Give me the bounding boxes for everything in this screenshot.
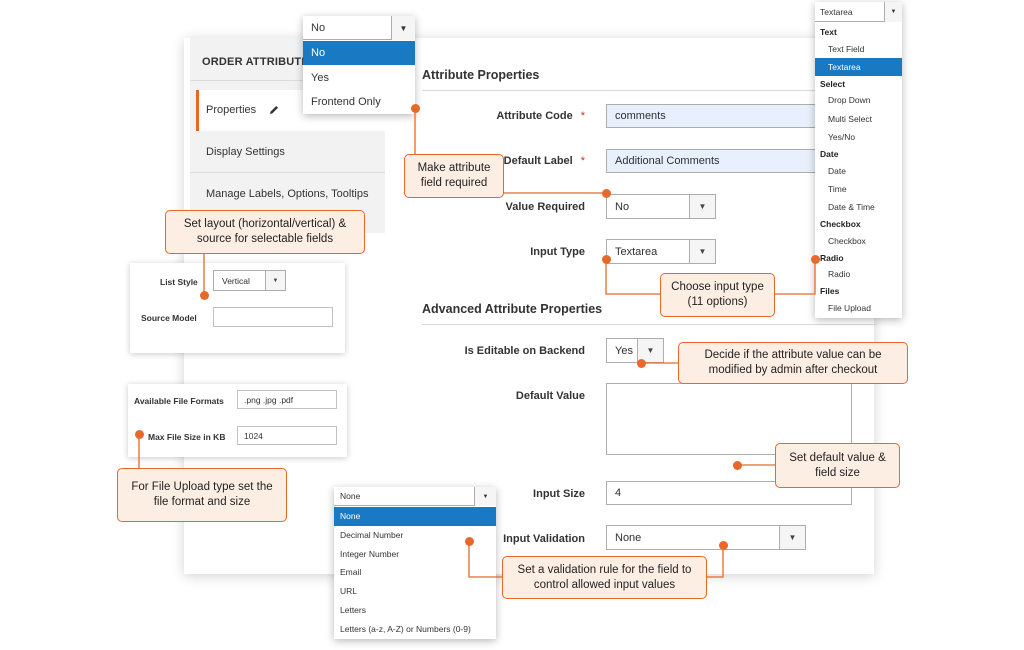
option-group-radio: Radio [820, 252, 844, 263]
marker-dot [719, 541, 728, 550]
chevron-down-icon: ▼ [637, 339, 663, 362]
section-divider [422, 90, 877, 91]
list-style-select[interactable]: Vertical▼ [213, 270, 286, 291]
attribute-code-label: Attribute Code* [496, 110, 585, 122]
callout-validation: Set a validation rule for the field to c… [502, 556, 707, 599]
sidebar-divider [190, 80, 385, 81]
chevron-down-icon: ▼ [265, 271, 285, 290]
file-formats-label: Available File Formats [134, 396, 224, 406]
chevron-down-icon: ▼ [884, 2, 902, 22]
chevron-down-icon: ▼ [474, 487, 496, 506]
file-formats-input[interactable]: .png .jpg .pdf [237, 390, 337, 409]
dropdown-option-multi-select[interactable]: Multi Select [828, 113, 872, 124]
dropdown-option-textarea[interactable]: Textarea [815, 57, 902, 76]
callout-required: Make attribute field required [404, 154, 504, 198]
option-group-select: Select [820, 78, 846, 89]
section-divider [422, 324, 877, 325]
dropdown-option-yes[interactable]: Yes [311, 71, 329, 84]
default-label-label: Default Label* [503, 155, 585, 167]
marker-dot [465, 537, 474, 546]
dropdown-option-none[interactable]: None [334, 507, 496, 526]
max-file-size-label: Max File Size in KB [148, 432, 226, 442]
dropdown-option-url[interactable]: URL [340, 586, 358, 597]
input-size-label: Input Size [533, 488, 585, 500]
callout-editable: Decide if the attribute value can be mod… [678, 342, 908, 384]
dropdown-option-drop-down[interactable]: Drop Down [828, 95, 871, 106]
marker-dot [602, 189, 611, 198]
dropdown-selected-value[interactable]: None ▼ [334, 487, 496, 506]
list-style-label: List Style [160, 277, 198, 287]
default-value-label: Default Value [515, 390, 585, 402]
default-label-input[interactable]: Additional Comments [606, 149, 818, 173]
sidebar-item-display-settings[interactable]: Display Settings [206, 146, 285, 158]
max-file-size-input[interactable]: 1024 [237, 426, 337, 445]
chevron-down-icon: ▼ [391, 16, 415, 40]
section-title: Attribute Properties [422, 68, 540, 82]
callout-default-value: Set default value & field size [775, 443, 900, 488]
input-validation-label: Input Validation [503, 533, 585, 545]
callout-layout: Set layout (horizontal/vertical) & sourc… [165, 210, 365, 254]
advanced-section-title: Advanced Attribute Properties [422, 302, 603, 316]
option-group-text: Text [820, 26, 837, 37]
value-required-label: Value Required [505, 201, 585, 213]
option-group-date: Date [820, 148, 839, 159]
option-group-checkbox: Checkbox [820, 218, 861, 229]
input-validation-select[interactable]: None▼ [606, 525, 806, 550]
dropdown-option-no[interactable]: No [303, 41, 415, 65]
sidebar-item-manage-labels[interactable]: Manage Labels, Options, Tooltips [206, 188, 369, 200]
dropdown-option-yes-no[interactable]: Yes/No [828, 131, 856, 142]
dropdown-option-text-field[interactable]: Text Field [828, 43, 865, 54]
chevron-down-icon: ▼ [689, 195, 715, 218]
source-model-input[interactable] [213, 307, 333, 327]
chevron-down-icon: ▼ [689, 240, 715, 263]
value-required-select[interactable]: No▼ [606, 194, 716, 219]
dropdown-selected-value[interactable]: No ▼ [303, 16, 415, 40]
dropdown-option-letters-a-z-a-z-or-numbers-0-9[interactable]: Letters (a-z, A-Z) or Numbers (0-9) [340, 623, 471, 634]
marker-dot [602, 255, 611, 264]
dropdown-option-integer-number[interactable]: Integer Number [340, 548, 400, 559]
dropdown-selected-value[interactable]: Textarea ▼ [815, 2, 902, 22]
dropdown-option-time[interactable]: Time [828, 183, 847, 194]
source-model-label: Source Model [141, 313, 197, 323]
attribute-code-input[interactable]: comments [606, 104, 818, 128]
dropdown-option-date-time[interactable]: Date & Time [828, 201, 875, 212]
pencil-icon [270, 106, 278, 114]
dropdown-option-file-upload[interactable]: File Upload [828, 303, 871, 314]
sidebar-divider [190, 172, 385, 173]
marker-dot [200, 291, 209, 300]
callout-file-upload: For File Upload type set the file format… [117, 468, 287, 522]
input-type-label: Input Type [530, 246, 585, 258]
dropdown-option-date[interactable]: Date [828, 165, 846, 176]
input-type-select[interactable]: Textarea▼ [606, 239, 716, 264]
input-size-input[interactable]: 4 [606, 481, 852, 505]
dropdown-option-frontend-only[interactable]: Frontend Only [311, 96, 381, 108]
marker-dot [135, 430, 144, 439]
dropdown-option-email[interactable]: Email [340, 567, 362, 578]
dropdown-option-radio[interactable]: Radio [828, 269, 851, 280]
sidebar-item-label: Properties [206, 104, 257, 116]
chevron-down-icon: ▼ [779, 526, 805, 549]
is-editable-select[interactable]: Yes▼ [606, 338, 664, 363]
marker-dot [733, 461, 742, 470]
is-editable-label: Is Editable on Backend [464, 345, 585, 357]
marker-dot [411, 104, 420, 113]
marker-dot [637, 359, 646, 368]
dropdown-option-checkbox[interactable]: Checkbox [828, 235, 866, 246]
callout-input-type: Choose input type (11 options) [660, 273, 775, 317]
marker-dot [811, 255, 820, 264]
sidebar-heading: ORDER ATTRIBUTE [202, 56, 309, 68]
dropdown-option-letters[interactable]: Letters [340, 604, 366, 615]
option-group-files: Files [820, 286, 840, 297]
dropdown-option-decimal-number[interactable]: Decimal Number [340, 530, 404, 541]
